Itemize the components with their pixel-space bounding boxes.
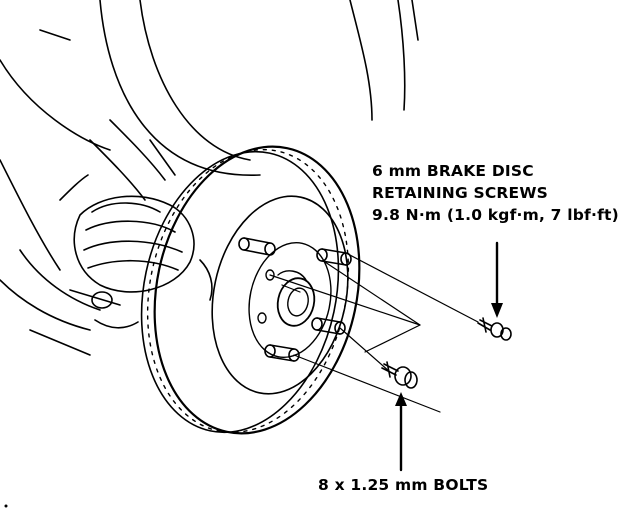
screws-callout: 6 mm BRAKE DISC RETAINING SCREWS 9.8 N·m… <box>372 160 619 226</box>
screws-callout-line2: RETAINING SCREWS <box>372 184 549 202</box>
wheel-stud <box>264 344 300 362</box>
brake-disc <box>140 145 361 435</box>
screw-hole <box>265 269 275 281</box>
bolts-callout: 8 x 1.25 mm BOLTS <box>318 476 489 494</box>
disc-outer-edge <box>153 145 361 435</box>
screws-callout-torque: 9.8 N·m (1.0 kgf·m, 7 lbf·ft) <box>372 206 619 224</box>
arrow-to-screw <box>491 241 503 318</box>
drive-shaft-boot <box>59 119 213 329</box>
brake-bolt <box>381 361 418 389</box>
wheel-stud <box>238 237 276 256</box>
disc-outer-back-edge <box>140 150 340 434</box>
disc-hat-inner <box>248 241 332 359</box>
screw-hole <box>257 312 267 324</box>
disc-center-bore <box>276 277 316 327</box>
disc-vent-ring <box>146 148 350 434</box>
screws-callout-line1: 6 mm BRAKE DISC <box>372 162 534 180</box>
wheel-studs <box>238 237 352 362</box>
retaining-screw <box>477 317 512 341</box>
arrow-to-bolt <box>395 392 407 472</box>
wheel-stud <box>316 248 352 266</box>
marker-dot <box>4 504 8 508</box>
disc-hat <box>211 195 349 395</box>
leader-lines <box>269 252 479 413</box>
fender-outline <box>0 0 419 356</box>
wheel-stud <box>311 317 346 335</box>
